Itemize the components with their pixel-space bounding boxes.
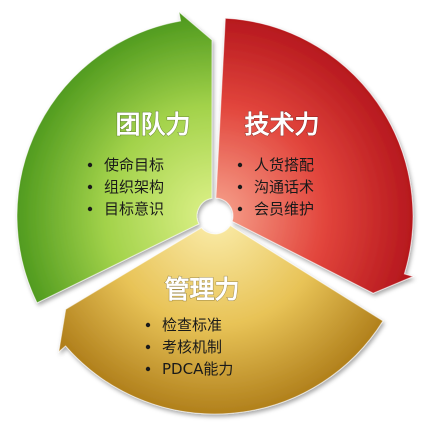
- bullet-icon: [145, 322, 151, 328]
- bullet-icon: [237, 184, 243, 190]
- segment-team-item: 目标意识: [104, 200, 164, 218]
- segment-mgmt: [58, 224, 384, 415]
- segment-mgmt-item: PDCA能力: [162, 360, 233, 378]
- segment-team-title: 团队力: [115, 110, 190, 139]
- segment-mgmt-item: 检查标准: [162, 316, 222, 334]
- segment-tech-item: 沟通话术: [254, 178, 314, 196]
- segment-tech-title: 技术力: [244, 110, 319, 139]
- segment-team-item: 使命目标: [104, 156, 164, 174]
- segment-mgmt-title: 管理力: [164, 275, 239, 304]
- bullet-icon: [237, 206, 243, 212]
- segment-tech-item: 人货搭配: [254, 156, 314, 174]
- segment-team: [16, 10, 213, 304]
- segment-mgmt-item: 考核机制: [162, 338, 222, 356]
- bullet-icon: [237, 162, 243, 168]
- bullet-icon: [87, 206, 93, 212]
- segments-layer: [16, 10, 415, 415]
- segment-team-item: 组织架构: [104, 178, 164, 196]
- bullet-icon: [87, 162, 93, 168]
- segment-tech: [215, 17, 415, 294]
- bullet-icon: [145, 344, 151, 350]
- bullet-icon: [87, 184, 93, 190]
- bullet-icon: [145, 366, 151, 372]
- segment-tech-item: 会员维护: [254, 200, 314, 218]
